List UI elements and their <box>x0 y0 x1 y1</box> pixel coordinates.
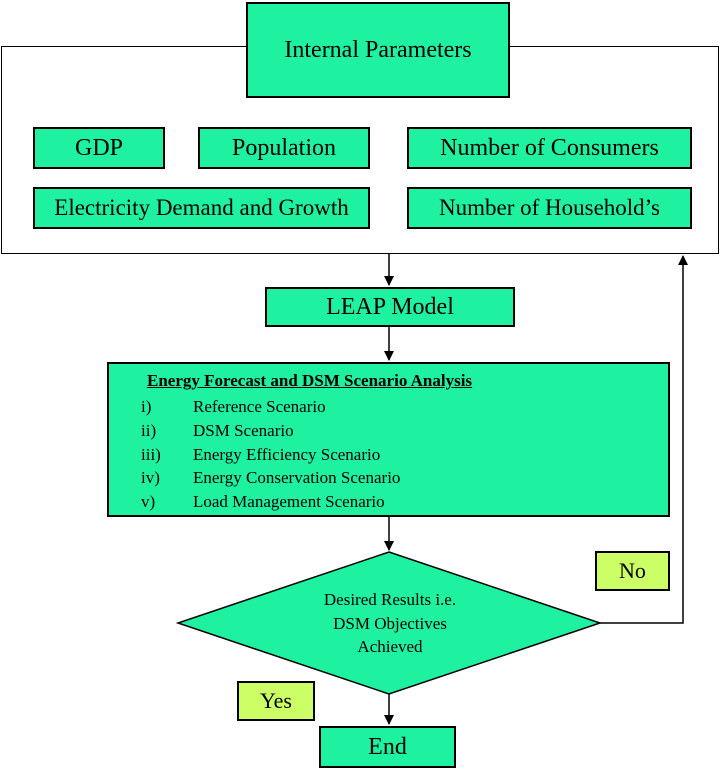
consumers-box: Number of Consumers <box>407 127 692 169</box>
households-box: Number of Household’s <box>407 187 692 229</box>
internal-parameters-box: Internal Parameters <box>246 2 510 98</box>
scenario-analysis-box: Energy Forecast and DSM Scenario Analysi… <box>107 362 670 517</box>
scenario-item-label: Reference Scenario <box>193 397 326 416</box>
end-box: End <box>319 726 456 768</box>
leap-model-box: LEAP Model <box>265 287 515 327</box>
arrow-no-feedback <box>600 255 688 624</box>
internal-parameters-label: Internal Parameters <box>284 36 472 63</box>
yes-label-text: Yes <box>259 688 292 713</box>
decision-line-2: DSM Objectives <box>333 613 447 633</box>
scenario-item-number: i) <box>141 397 152 416</box>
scenario-item-label: Energy Conservation Scenario <box>193 468 401 487</box>
electricity-demand-box: Electricity Demand and Growth <box>33 187 370 229</box>
scenario-item-number: iv) <box>141 468 160 487</box>
scenario-item-label: Energy Efficiency Scenario <box>193 445 381 464</box>
decision-text: Desired Results i.e. DSM Objectives Achi… <box>270 588 510 659</box>
scenario-item: iii) Energy Efficiency Scenario <box>141 445 380 465</box>
decision-line-1: Desired Results i.e. <box>323 590 457 609</box>
population-label: Population <box>231 134 336 161</box>
scenario-item-label: DSM Scenario <box>193 421 294 440</box>
scenario-item: i) Reference Scenario <box>141 397 326 417</box>
leap-model-label: LEAP Model <box>326 293 454 320</box>
decision-line-3: Achieved <box>357 637 423 656</box>
gdp-label: GDP <box>74 134 123 161</box>
scenario-item-number: v) <box>141 492 156 511</box>
consumers-label: Number of Consumers <box>440 134 659 161</box>
electricity-demand-label: Electricity Demand and Growth <box>54 195 349 220</box>
scenario-item: iv) Energy Conservation Scenario <box>141 468 400 488</box>
population-box: Population <box>198 127 370 169</box>
scenario-item: v) Load Management Scenario <box>141 492 385 512</box>
scenario-item-label: Load Management Scenario <box>193 492 385 511</box>
end-label: End <box>368 733 407 760</box>
yes-label: Yes <box>237 681 315 721</box>
no-label-text: No <box>619 558 646 583</box>
households-label: Number of Household’s <box>438 195 661 220</box>
no-label: No <box>595 551 670 591</box>
scenario-item-number: ii) <box>141 421 157 440</box>
scenario-analysis-title: Energy Forecast and DSM Scenario Analysi… <box>147 371 473 390</box>
scenario-item: ii) DSM Scenario <box>141 421 294 441</box>
scenario-item-number: iii) <box>141 445 161 464</box>
gdp-box: GDP <box>33 127 165 169</box>
